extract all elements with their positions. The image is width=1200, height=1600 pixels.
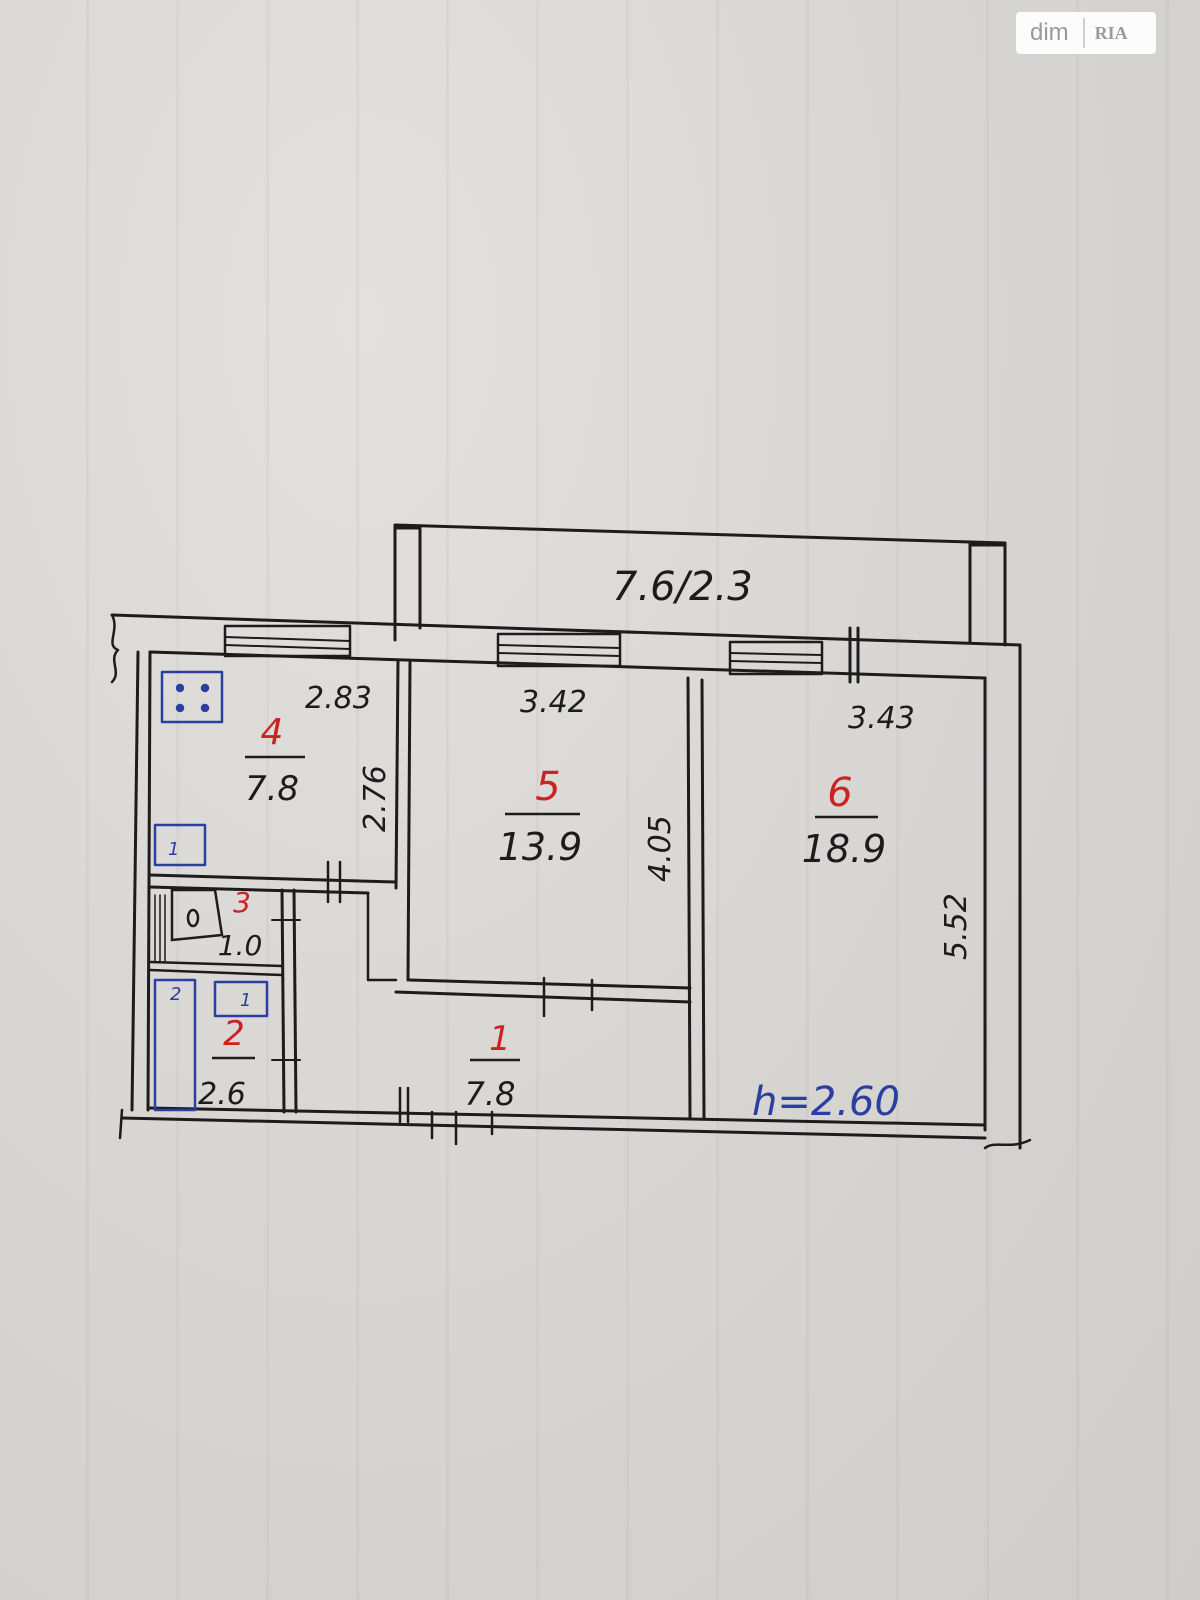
dim-ria-watermark: dim RIA [1016,12,1156,54]
window-kitchen [223,624,352,658]
room-number: 4 [261,712,284,753]
room-number: 5 [535,764,560,810]
room-6-label: 6 18.9 [802,770,887,871]
wall-bathroom [148,888,301,1114]
balcony-label: 7.6/2.3 [612,564,753,610]
stove-icon [160,670,224,724]
kitchen-sink-icon [153,823,207,867]
kitchen-width: 2.83 [305,681,372,716]
room-area: 7.8 [465,1075,516,1113]
ceiling-height: h=2.60 [752,1079,900,1125]
bath-mark: 2 [170,984,181,1005]
toilet-icon [170,888,224,942]
wall-room5-room6 [686,676,706,1120]
window-room5 [496,632,622,668]
balcony [393,523,1007,647]
room-number: 1 [489,1019,511,1059]
room-number: 3 [233,886,251,919]
entrance-door [398,1086,494,1146]
room-number: 2 [223,1014,245,1054]
room5-width: 3.42 [520,685,587,720]
washbasin-icon [213,980,269,1018]
room-3-label: 3 1.0 [218,886,263,962]
wall-room5-bottom [366,891,692,1018]
exterior-wall-left [130,650,152,1112]
room-area: 13.9 [498,825,583,869]
room6-width: 3.43 [848,701,915,736]
watermark-divider [1082,18,1085,48]
wall-hatch [154,894,166,963]
wall-kitchen-bottom [148,860,398,904]
bathtub-icon [153,978,197,1112]
room-4-label: 4 7.8 [245,712,305,809]
wall-kitchen-room5 [394,658,412,982]
exterior-wall-bottom [118,1106,987,1140]
room6-depth: 5.52 [939,893,974,960]
sink-mark: 1 [168,839,179,860]
room-area: 18.9 [802,827,887,871]
watermark-brand: dim [1030,19,1069,46]
window-room6 [728,640,824,676]
balcony-door [848,626,860,684]
washbasin-mark: 1 [240,990,251,1011]
ria-logo: RIA [1094,22,1128,43]
room-area: 7.8 [245,769,299,809]
room-area: 2.6 [198,1077,246,1112]
room-5-label: 5 13.9 [498,764,583,869]
kitchen-depth: 2.76 [358,765,393,832]
exterior-wall-right [983,643,1032,1150]
room-1-label: 1 7.8 [465,1019,520,1113]
room-area: 1.0 [218,929,263,962]
room-number: 6 [827,770,852,816]
room5-depth: 4.05 [643,815,678,882]
room-2-label: 2 2.6 [198,1014,255,1112]
